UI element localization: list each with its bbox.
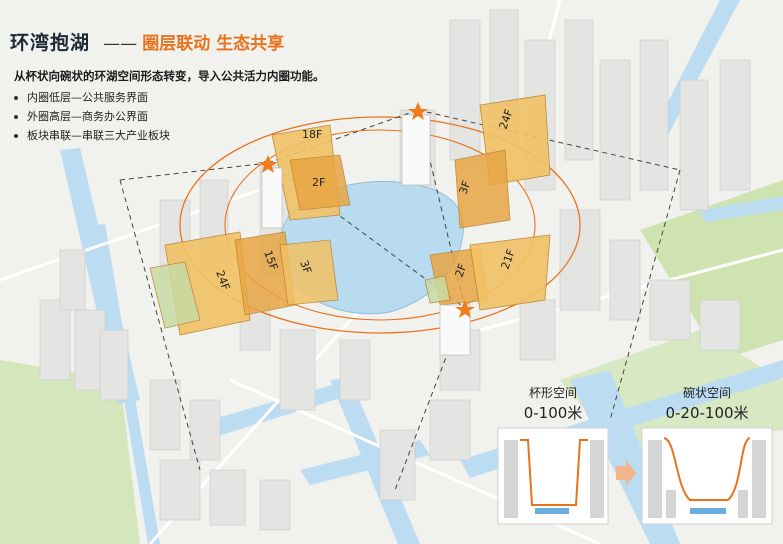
page-subtitle: 圈层联动 生态共享: [142, 34, 284, 54]
bullet-list: 内圈低层—公共服务界面 外圈高层—商务办公界面 板块串联—串联三大产业板块: [14, 88, 170, 145]
bullet-icon: [14, 115, 18, 119]
cup-space-range: 0-100米: [488, 402, 618, 423]
floor-label: 18F: [302, 128, 322, 141]
bowl-space-range: 0-20-100米: [642, 402, 772, 423]
title-separator: ——: [103, 34, 137, 54]
page-title: 环湾抱湖: [10, 32, 90, 54]
bullet-text: 外圈高层—商务办公界面: [27, 110, 148, 123]
list-item: 内圈低层—公共服务界面: [14, 88, 170, 107]
bullet-icon: [14, 96, 18, 100]
bullet-text: 内圈低层—公共服务界面: [27, 91, 148, 104]
list-item: 外圈高层—商务办公界面: [14, 107, 170, 126]
description: 从杯状向碗状的环湖空间形态转变，导入公共活力内圈功能。: [14, 68, 325, 84]
title-block: 环湾抱湖 —— 圈层联动 生态共享: [10, 28, 284, 55]
cup-space-title: 杯形空间: [488, 384, 618, 401]
cup-section-diagram: [498, 428, 608, 524]
bowl-space-title: 碗状空间: [642, 384, 772, 401]
list-item: 板块串联—串联三大产业板块: [14, 126, 170, 145]
bullet-text: 板块串联—串联三大产业板块: [27, 129, 170, 142]
floor-label: 2F: [312, 176, 325, 189]
bowl-section-diagram: [642, 428, 772, 524]
bullet-icon: [14, 134, 18, 138]
